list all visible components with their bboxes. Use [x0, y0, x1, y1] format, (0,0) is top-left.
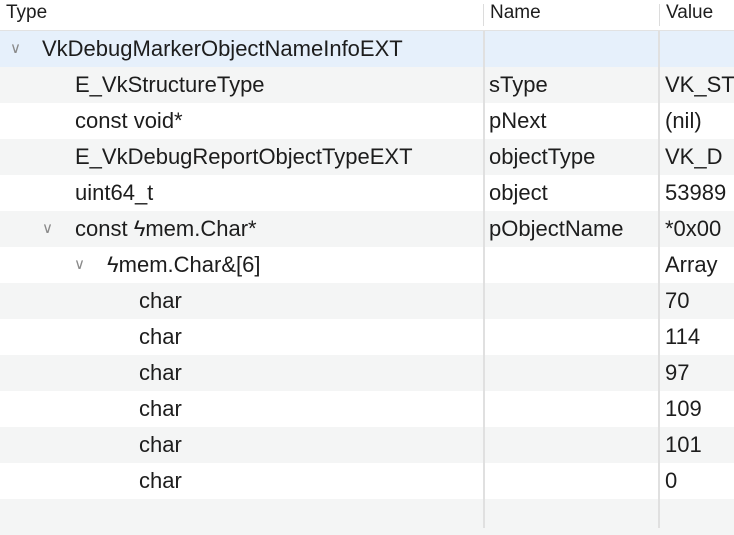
- name-cell: sType: [489, 72, 548, 97]
- type-text: char: [139, 468, 182, 493]
- type-text: char: [139, 324, 182, 349]
- value-cell: VK_D: [665, 144, 723, 169]
- type-text: E_VkStructureType: [75, 72, 265, 97]
- table-header: Type Name Value: [0, 0, 734, 31]
- column-divider[interactable]: [659, 4, 660, 26]
- type-cell: char: [0, 427, 483, 463]
- type-cell: char: [0, 319, 483, 355]
- tree-row[interactable]: E_VkStructureType sType VK_ST: [0, 67, 734, 103]
- type-text: char: [139, 288, 182, 313]
- type-text: VkDebugMarkerObjectNameInfoEXT: [42, 36, 403, 61]
- type-text: E_VkDebugReportObjectTypeEXT: [75, 144, 413, 169]
- value-cell: 53989: [665, 180, 727, 205]
- type-cell: ∨ ϟmem.Char&[6]: [0, 247, 483, 283]
- type-cell: char: [0, 391, 483, 427]
- empty-row: [0, 499, 734, 535]
- chevron-down-icon[interactable]: ∨: [10, 40, 21, 57]
- name-cell: [484, 247, 659, 283]
- name-cell: [484, 355, 659, 391]
- column-divider-line: [483, 31, 485, 528]
- type-text: const void*: [75, 108, 183, 133]
- value-cell: 114: [665, 324, 701, 349]
- tree-row[interactable]: const void* pNext (nil): [0, 103, 734, 139]
- type-text: const ϟmem.Char*: [75, 216, 257, 241]
- value-cell: [660, 31, 734, 67]
- tree-row[interactable]: char 0: [0, 463, 734, 499]
- value-cell: 109: [665, 396, 702, 421]
- column-header-name[interactable]: Name: [490, 2, 541, 23]
- name-cell: pObjectName: [489, 216, 624, 241]
- value-cell: (nil): [665, 108, 702, 133]
- column-header-value[interactable]: Value: [666, 2, 714, 23]
- type-cell: E_VkStructureType: [0, 67, 483, 103]
- type-cell: char: [0, 463, 483, 499]
- name-cell: objectType: [489, 144, 596, 169]
- tree-row[interactable]: ∨ VkDebugMarkerObjectNameInfoEXT: [0, 31, 734, 67]
- tree-row[interactable]: char 114: [0, 319, 734, 355]
- column-divider-line: [658, 31, 660, 528]
- tree-row[interactable]: char 109: [0, 391, 734, 427]
- tree-row[interactable]: char 97: [0, 355, 734, 391]
- name-cell: [484, 319, 659, 355]
- name-cell: object: [489, 180, 548, 205]
- tree-row[interactable]: ∨ ϟmem.Char&[6] Array: [0, 247, 734, 283]
- value-cell: *0x00: [665, 216, 722, 241]
- type-cell: char: [0, 355, 483, 391]
- name-cell: [484, 283, 659, 319]
- tree-row[interactable]: char 70: [0, 283, 734, 319]
- name-cell: [484, 31, 659, 67]
- type-cell: E_VkDebugReportObjectTypeEXT: [0, 139, 483, 175]
- type-cell: ∨ VkDebugMarkerObjectNameInfoEXT: [0, 31, 483, 67]
- type-cell: uint64_t: [0, 175, 483, 211]
- chevron-down-icon[interactable]: ∨: [42, 220, 53, 237]
- value-cell: 101: [665, 432, 702, 457]
- type-text: char: [139, 396, 182, 421]
- name-cell: [484, 463, 659, 499]
- tree-row[interactable]: char 101: [0, 427, 734, 463]
- type-text: char: [139, 432, 182, 457]
- type-cell: const void*: [0, 103, 483, 139]
- type-cell: char: [0, 283, 483, 319]
- tree-row[interactable]: E_VkDebugReportObjectTypeEXT objectType VK…: [0, 139, 734, 175]
- tree-table: ∨ VkDebugMarkerObjectNameInfoEXT E_VkStruc…: [0, 31, 734, 535]
- tree-row[interactable]: ∨ const ϟmem.Char* pObjectName *0x00: [0, 211, 734, 247]
- column-header-type[interactable]: Type: [6, 2, 48, 23]
- type-text: char: [139, 360, 182, 385]
- value-cell: Array: [665, 252, 718, 277]
- name-cell: [484, 427, 659, 463]
- value-cell: VK_ST: [665, 72, 734, 97]
- type-cell: ∨ const ϟmem.Char*: [0, 211, 483, 247]
- chevron-down-icon[interactable]: ∨: [74, 256, 85, 273]
- type-text: uint64_t: [75, 180, 154, 205]
- value-cell: 97: [665, 360, 690, 385]
- column-divider[interactable]: [483, 4, 484, 26]
- value-cell: 0: [665, 468, 678, 493]
- value-cell: 70: [665, 288, 690, 313]
- tree-row[interactable]: uint64_t object 53989: [0, 175, 734, 211]
- name-cell: [484, 391, 659, 427]
- name-cell: pNext: [489, 108, 547, 133]
- type-text: ϟmem.Char&[6]: [107, 252, 261, 277]
